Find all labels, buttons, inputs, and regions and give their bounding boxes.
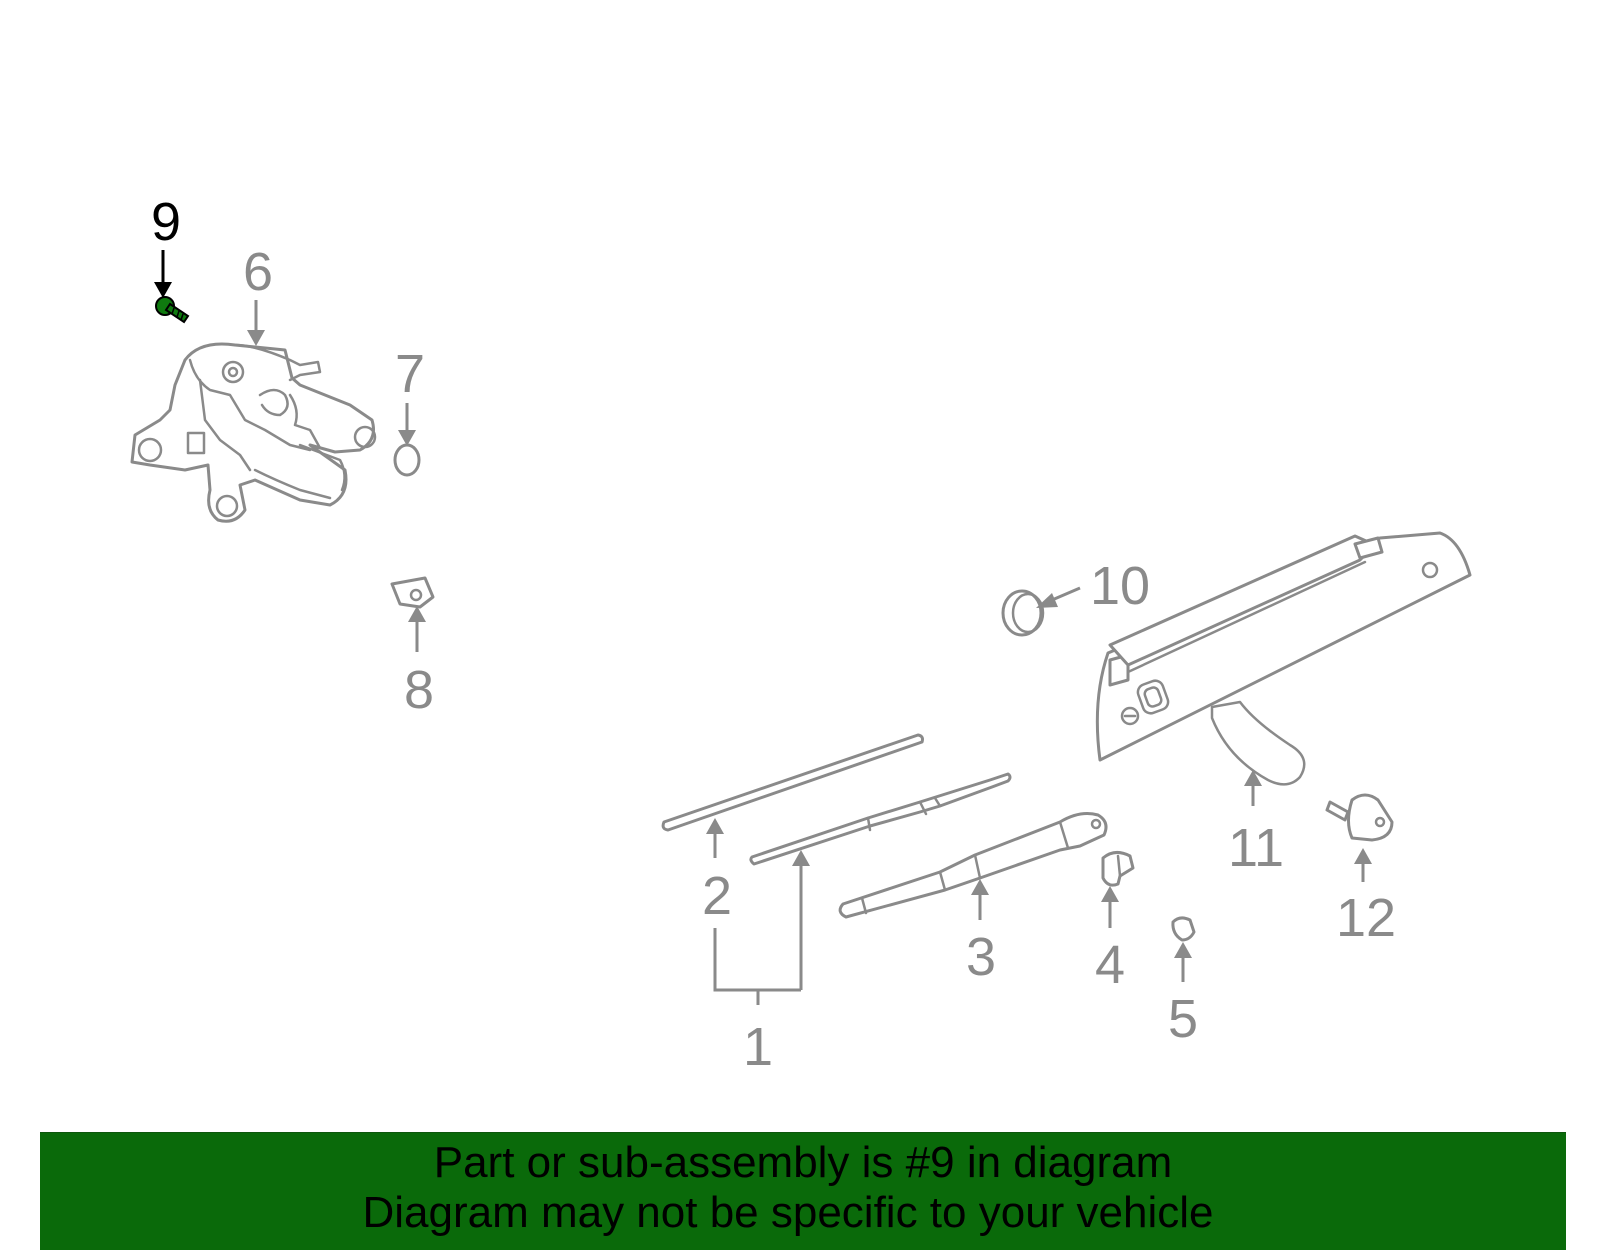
leader-5 — [1174, 942, 1192, 982]
callout-5[interactable]: 5 — [1168, 989, 1198, 1049]
part-8-grommet[interactable] — [390, 576, 435, 609]
part-10-cap[interactable] — [1001, 589, 1045, 637]
callout-1[interactable]: 1 — [743, 1017, 773, 1077]
part-12-nozzle[interactable] — [1325, 793, 1394, 842]
callout-6[interactable]: 6 — [243, 242, 273, 302]
part-6-wiper-motor[interactable] — [130, 342, 377, 523]
callout-10[interactable]: 10 — [1090, 556, 1150, 616]
leader-12 — [1354, 848, 1372, 882]
callout-7[interactable]: 7 — [395, 344, 425, 404]
part-9-bolt[interactable] — [155, 296, 190, 324]
leader-6 — [247, 300, 265, 346]
part-4-cap[interactable] — [1101, 851, 1135, 887]
callout-11[interactable]: 11 — [1228, 818, 1284, 878]
leader-11 — [1244, 770, 1262, 806]
part-5-nut[interactable] — [1171, 916, 1196, 942]
part-3-arm[interactable] — [838, 812, 1108, 919]
leader-9 — [154, 250, 172, 298]
part-2-blade[interactable] — [661, 733, 1012, 866]
leader-3 — [971, 879, 989, 920]
callout-9[interactable]: 9 — [151, 192, 181, 252]
leader-10 — [1036, 586, 1081, 608]
part-11-cover[interactable] — [1095, 531, 1472, 786]
callout-2[interactable]: 2 — [702, 866, 732, 926]
part-7-seal[interactable] — [393, 443, 421, 477]
banner-line-1: Part or sub-assembly is #9 in diagram — [433, 1138, 1173, 1187]
callout-4[interactable]: 4 — [1095, 935, 1125, 995]
leader-1 — [713, 928, 801, 1005]
info-banner: Part or sub-assembly is #9 in diagram Di… — [40, 1132, 1566, 1250]
callout-3[interactable]: 3 — [966, 927, 996, 987]
callout-12[interactable]: 12 — [1336, 888, 1396, 948]
leader-2 — [706, 818, 810, 990]
leader-7 — [398, 403, 416, 446]
banner-line-2: Diagram may not be specific to your vehi… — [362, 1188, 1214, 1237]
callout-8[interactable]: 8 — [404, 660, 434, 720]
leader-8 — [408, 606, 426, 652]
leader-4 — [1101, 886, 1119, 928]
